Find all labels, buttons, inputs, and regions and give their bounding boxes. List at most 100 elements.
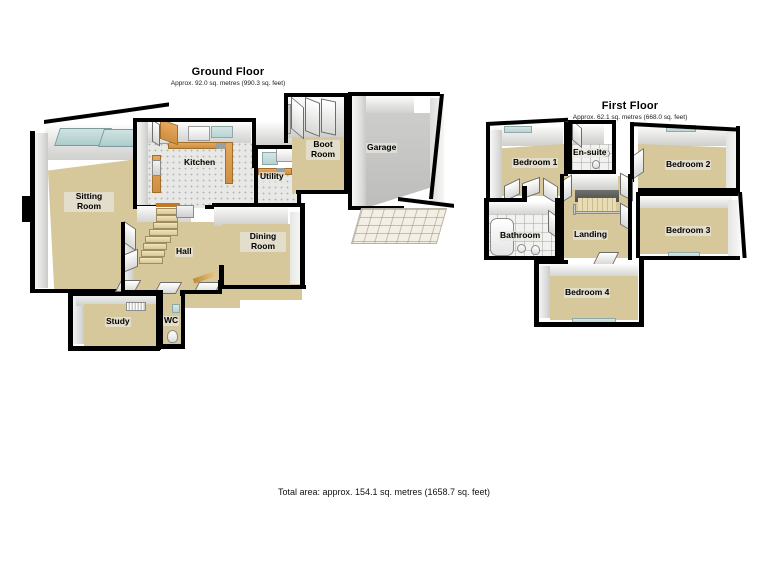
bedroom-2-wall-west xyxy=(630,122,634,182)
bathroom-wall-south xyxy=(484,256,558,260)
bedroom-2-wall-face-east xyxy=(726,130,738,192)
hall-stair-step-3 xyxy=(153,222,178,229)
en-suite-wall-west xyxy=(568,120,572,174)
utility-wall-west xyxy=(254,145,258,207)
landing-wall-face-north xyxy=(570,174,618,190)
kitchen-counter-east xyxy=(225,142,233,184)
total-area-text: Total area: approx. 154.1 sq. metres (16… xyxy=(277,487,491,497)
utility-sink xyxy=(276,168,285,173)
bedroom-1-wall-face-west xyxy=(490,130,502,200)
hall-wall-wc-east xyxy=(180,290,185,346)
bedroom-2-wall-south xyxy=(638,188,738,192)
garage-wall-north xyxy=(348,92,440,96)
study-wall-south xyxy=(68,346,160,351)
room-label-bathroom: Bathroom xyxy=(499,230,542,241)
dining-room-wall-south xyxy=(222,285,306,289)
study-wall-west xyxy=(68,292,73,350)
hall-stair-top-nosing xyxy=(156,203,180,207)
kitchen-wall-east xyxy=(252,118,256,168)
bedroom-3-wall-south xyxy=(640,256,740,260)
hall-stair-step-6 xyxy=(143,243,167,250)
bedroom-4-wall-face-west xyxy=(538,266,550,318)
bedroom-2-wall-east xyxy=(736,126,740,192)
room-label-utility: Utility xyxy=(259,171,285,182)
wc-toilet xyxy=(167,330,178,343)
room-label-en-suite: En-suite xyxy=(572,147,608,158)
hall-wall-south-b xyxy=(185,290,221,294)
study-wall-face-west xyxy=(72,296,84,344)
bedroom-4-wall-east xyxy=(639,258,644,326)
bathroom-basin xyxy=(517,244,526,253)
bedroom-1-wall-west xyxy=(486,122,490,202)
kitchen-door-north xyxy=(152,119,160,147)
room-label-dining-room: Dining Room xyxy=(240,231,286,252)
dining-room-wall-face-north xyxy=(214,206,288,226)
bedroom-4-wall-west xyxy=(534,260,539,326)
room-label-study: Study xyxy=(105,316,131,327)
ground-floor-title: Ground Floor xyxy=(191,66,265,78)
room-label-bedroom-3: Bedroom 3 xyxy=(665,225,712,236)
hall-stair-step-2 xyxy=(156,215,178,222)
boot-room-wall-south xyxy=(296,190,348,194)
kitchen-window xyxy=(211,126,233,138)
ground-floor-subtitle: Approx. 92.0 sq. metres (990.3 sq. feet) xyxy=(170,80,286,88)
kitchen-wall-unit-b xyxy=(188,126,210,141)
garage-floor xyxy=(366,113,432,208)
garage-wall-face-west xyxy=(352,96,366,206)
ground-floor-title-block: Ground Floor Approx. 92.0 sq. metres (99… xyxy=(118,66,338,87)
boot-room-door-b xyxy=(305,96,320,138)
kitchen-floor xyxy=(148,143,254,208)
hall-wall-west xyxy=(121,222,125,294)
sitting-room-window-recess-west xyxy=(22,196,31,222)
bedroom-3-wall-north xyxy=(636,192,738,196)
room-label-bedroom-2: Bedroom 2 xyxy=(665,159,712,170)
hall-radiator xyxy=(176,205,194,218)
bedroom-4-wall-face-north xyxy=(540,264,638,278)
first-floor-title: First Floor xyxy=(601,100,659,112)
hall-stair-step-7 xyxy=(141,250,165,257)
en-suite-wall-north xyxy=(568,120,616,124)
landing-balustrade-rail xyxy=(573,211,623,214)
study-wall-east xyxy=(156,292,161,350)
kitchen-wall-west xyxy=(133,118,137,208)
bathroom-wall-east xyxy=(555,198,560,260)
kitchen-appliance-panel xyxy=(152,160,161,176)
study-floor xyxy=(84,304,156,350)
first-floor-plan: Bedroom 1 En-suite Bedroom 2 xyxy=(460,0,768,380)
en-suite-wall-south xyxy=(568,170,616,174)
sitting-room-wall-south xyxy=(33,289,161,293)
room-label-sitting-room: Sitting Room xyxy=(64,191,114,212)
ground-floor-plan: Sitting Room Kitchen xyxy=(0,0,470,380)
bedroom-2-wall-face-north xyxy=(638,126,730,146)
dining-room-wall-north xyxy=(212,203,304,207)
landing-wall-west xyxy=(560,174,564,260)
study-radiator xyxy=(126,302,146,311)
utility-wall-north xyxy=(254,145,300,149)
bedroom-4-wall-north-a xyxy=(534,260,568,264)
room-label-wc: WC xyxy=(163,315,180,326)
bathroom-wall-west xyxy=(484,198,489,260)
room-label-boot-room: Boot Room xyxy=(306,139,340,160)
garage-wall-south-b xyxy=(398,197,454,208)
garage-wall-face-north xyxy=(352,96,414,114)
landing-newel-left xyxy=(573,204,576,215)
en-suite-toilet xyxy=(592,160,600,169)
hall-stair-step-8 xyxy=(139,257,163,264)
hall-stair-step-5 xyxy=(145,236,171,243)
landing-stair-treads xyxy=(578,198,616,212)
bedroom-4-floor xyxy=(550,276,638,320)
landing-wall-east xyxy=(628,174,632,260)
room-label-kitchen: Kitchen xyxy=(183,157,217,168)
room-label-garage: Garage xyxy=(366,142,398,153)
boot-room-wall-east xyxy=(344,93,348,193)
room-label-landing: Landing xyxy=(573,229,609,240)
kitchen-wall-face-west xyxy=(136,122,148,207)
study-wall-north xyxy=(68,292,160,296)
bathroom-wall-face-north xyxy=(488,202,558,216)
sitting-room-wall-face-west xyxy=(34,133,48,288)
dining-room-wall-east xyxy=(300,203,305,289)
bedroom-3-wall-west xyxy=(636,192,640,258)
bedroom-3-wall-face-north xyxy=(640,196,732,210)
bedroom-1-wall-stub xyxy=(522,186,527,202)
bathroom-toilet xyxy=(531,245,540,255)
